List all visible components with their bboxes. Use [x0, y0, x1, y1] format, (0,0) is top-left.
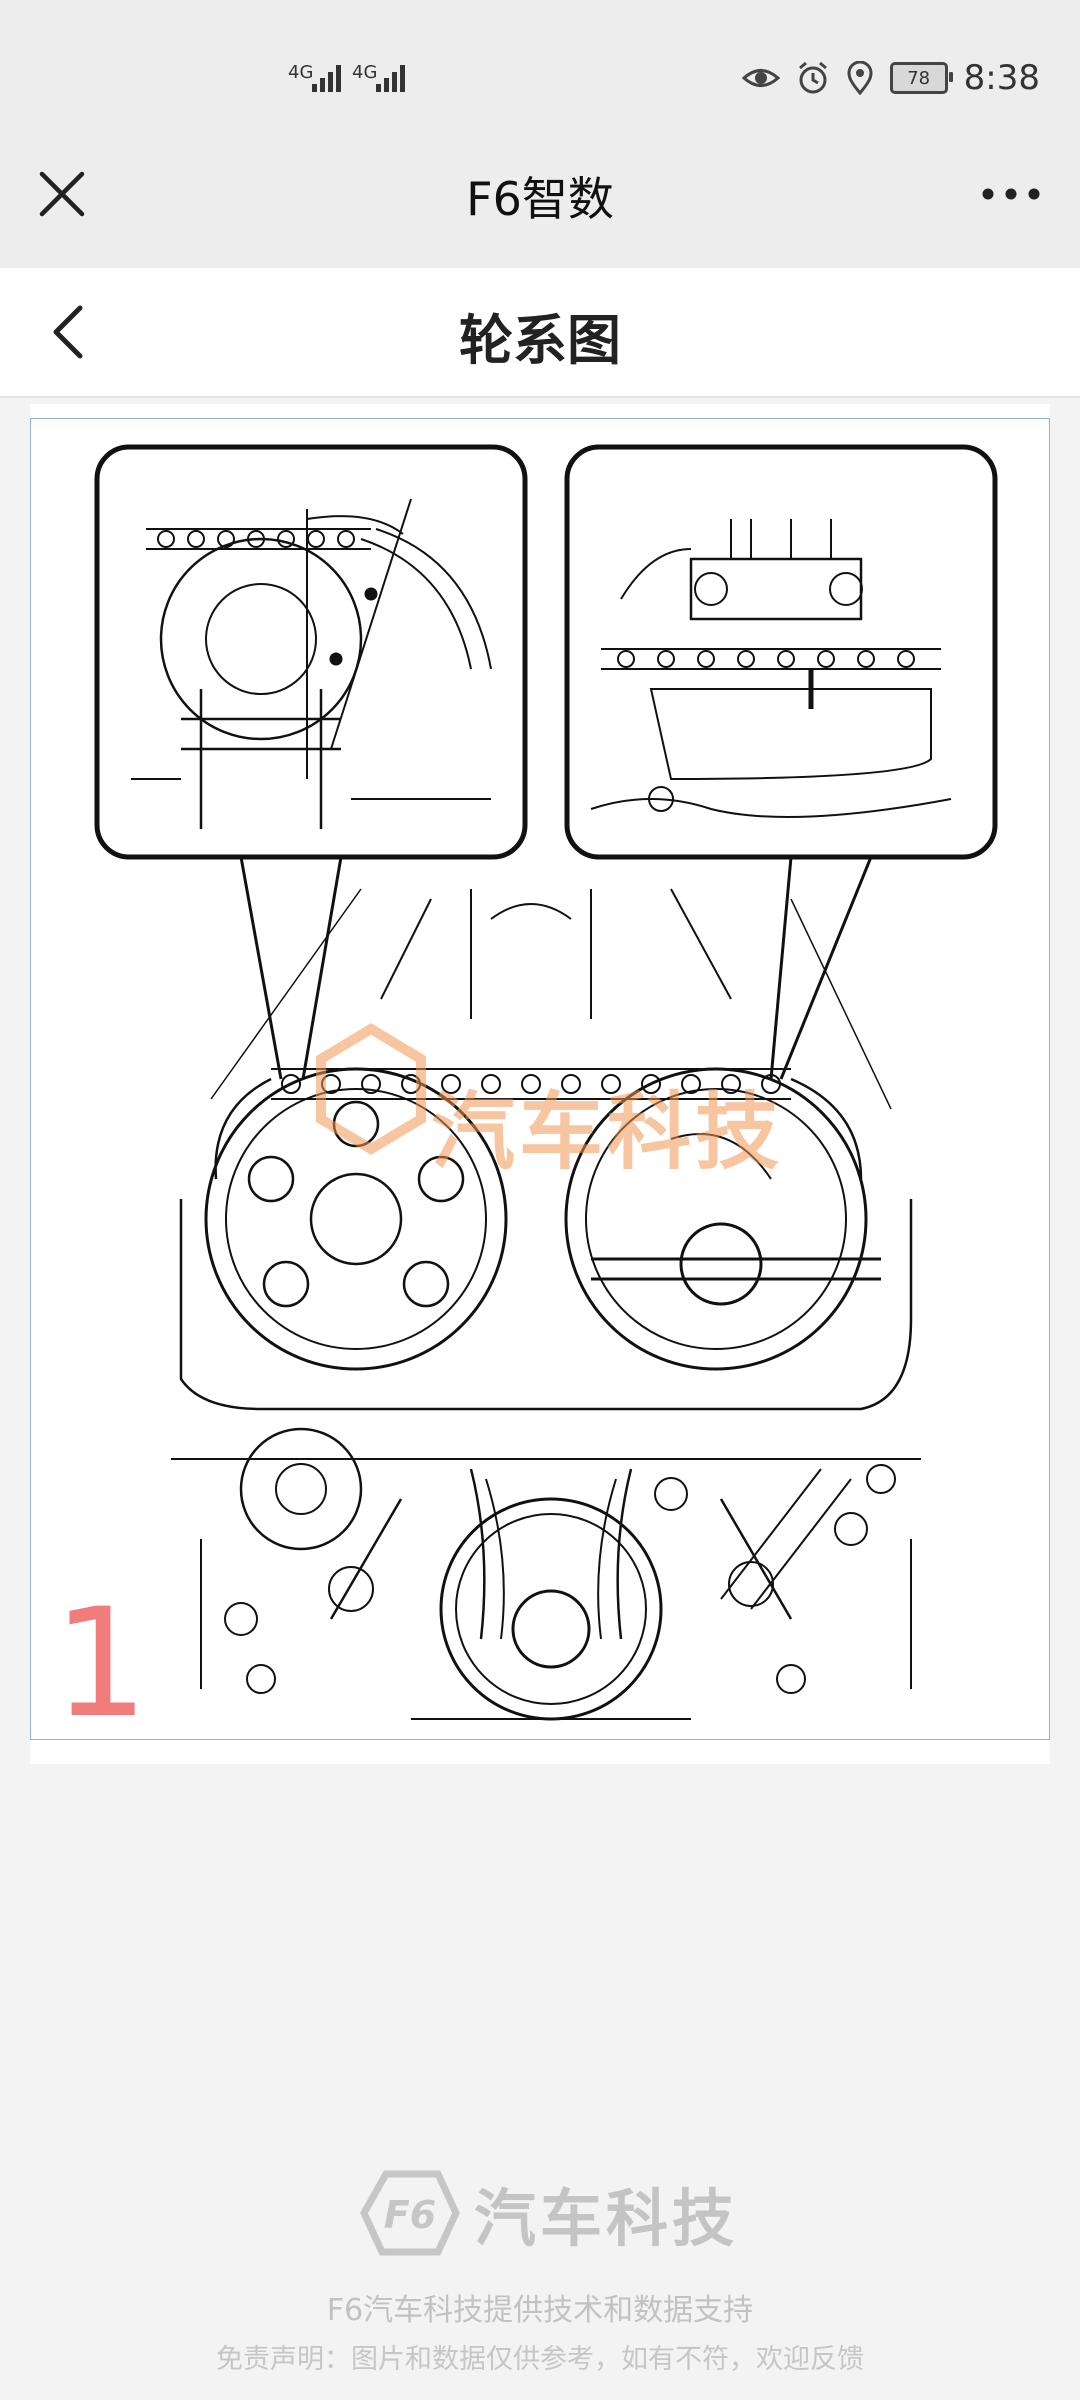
app-bar — [0, 120, 1080, 268]
signal-1-label: 4G — [288, 62, 314, 83]
status-icons: 78 8:38 — [741, 58, 1040, 98]
signal-2-label: 4G — [352, 62, 378, 83]
battery-indicator: 78 — [889, 62, 953, 94]
footer-disclaimer: 免责声明：图片和数据仅供参考，如有不符，欢迎反馈 — [216, 2344, 864, 2375]
watermark-text: 汽车科技 — [431, 1083, 784, 1181]
f6-logo-icon: F6 — [360, 2170, 460, 2256]
diagram-card: 汽车科技 1 — [30, 404, 1050, 1764]
app-title: F6智数 — [466, 172, 614, 226]
figure-number: 1 — [53, 1577, 149, 1751]
battery-level: 78 — [907, 67, 931, 89]
location-icon — [847, 61, 873, 95]
page-header — [0, 268, 1080, 398]
signal-icon — [376, 65, 405, 92]
engine-timing-illustration — [94, 444, 998, 1721]
footer-logo: F6 汽车科技 — [360, 2168, 738, 2258]
more-icon[interactable] — [978, 174, 1044, 214]
timing-chain-diagram[interactable]: 汽车科技 1 — [30, 418, 1050, 1740]
close-icon[interactable] — [34, 166, 90, 222]
back-icon[interactable] — [40, 300, 100, 364]
clock: 8:38 — [963, 58, 1040, 98]
eye-icon — [741, 69, 780, 87]
footer-support-text: F6汽车科技提供技术和数据支持 — [326, 2293, 754, 2328]
svg-text:F6: F6 — [384, 2193, 436, 2237]
signal-icon — [312, 65, 341, 92]
alarm-icon — [798, 61, 827, 94]
page-title: 轮系图 — [459, 309, 621, 372]
footer-logo-text: 汽车科技 — [474, 2182, 739, 2255]
